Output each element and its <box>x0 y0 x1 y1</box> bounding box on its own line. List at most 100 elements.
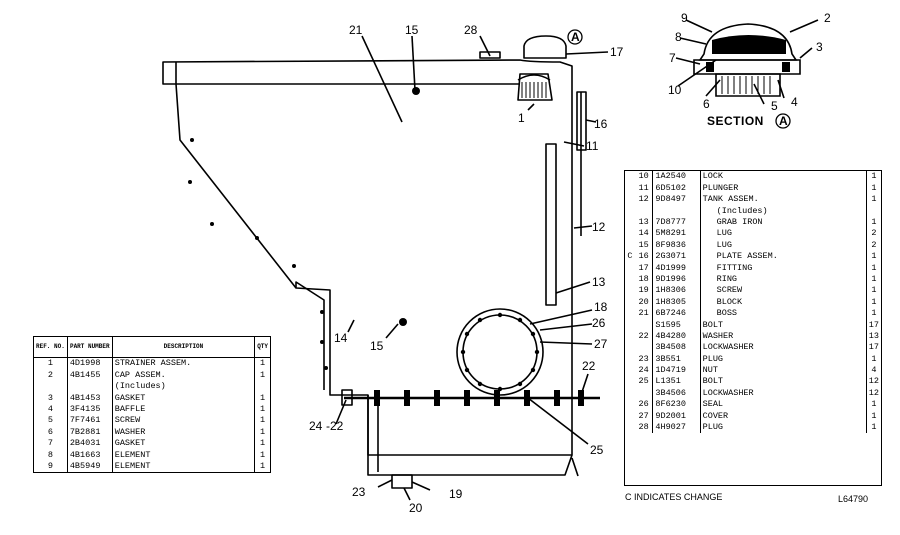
cell-ref: 20 <box>634 296 654 308</box>
cell-qty: 1 <box>866 193 883 206</box>
cell-desc: FITTING <box>700 262 867 274</box>
table-row: (Includes) <box>625 205 883 217</box>
callout-label: 11 <box>586 139 599 153</box>
section-callout-label: 10 <box>668 83 682 97</box>
cell-qty: 17 <box>866 341 883 354</box>
cell-desc: NUT <box>700 364 867 377</box>
cover-ring <box>462 314 538 390</box>
callout-label: 22 <box>582 359 596 373</box>
cell-ref: 4 <box>33 403 68 415</box>
cell-desc: TANK ASSEM. <box>700 193 867 206</box>
cell-qty: 1 <box>866 353 883 365</box>
section-cap-base <box>693 59 801 75</box>
cell-qty: 1 <box>866 307 883 320</box>
cell-pn: 6D5102 <box>652 182 701 194</box>
cell-desc: GRAB IRON <box>700 216 867 228</box>
cell-pn: 2G3071 <box>652 250 701 263</box>
cell-chg <box>625 285 635 296</box>
cell-pn: 4H9027 <box>652 421 701 433</box>
cell-ref: 16 <box>634 250 654 263</box>
cell-desc: ELEMENT <box>112 460 256 473</box>
cell-pn: 1H8305 <box>652 296 701 308</box>
outlet-block <box>391 474 413 489</box>
cell-ref: 15 <box>634 239 654 251</box>
section-marker: A <box>779 114 788 128</box>
callout-label: 14 <box>334 331 348 345</box>
cell-pn: 1D4719 <box>652 364 701 377</box>
callout-label: 27 <box>594 337 608 351</box>
callout-label: 25 <box>590 443 604 457</box>
cell-qty: 1 <box>866 262 883 274</box>
cell-desc: LOCKWASHER <box>700 387 867 399</box>
cell-pn: 8F6230 <box>652 398 701 411</box>
cell-qty: 1 <box>866 398 883 411</box>
view-a-marker: A <box>571 30 580 44</box>
cell-desc: COVER <box>700 410 867 422</box>
cell-qty: 1 <box>866 216 883 228</box>
cell-chg <box>625 353 635 364</box>
cell-pn: 4D1999 <box>652 262 701 274</box>
cell-ref: 7 <box>33 437 68 450</box>
cell-pn: 3B551 <box>652 353 701 365</box>
callout-label: 12 <box>592 220 606 234</box>
cell-pn: 3B4508 <box>652 341 701 354</box>
column-header: QTY <box>254 336 271 358</box>
cell-desc: STRAINER ASSEM. <box>112 357 256 370</box>
callout-label: 13 <box>592 275 606 289</box>
cell-qty: 1 <box>866 170 883 183</box>
cell-chg <box>625 399 635 410</box>
cell-ref: 19 <box>634 284 654 297</box>
cell-pn: 4B1455 <box>67 369 113 381</box>
section-callout-label: 3 <box>816 40 823 54</box>
cell-ref: 18 <box>634 273 654 285</box>
cell-chg <box>625 365 635 376</box>
cell-qty: 1 <box>866 284 883 297</box>
section-callout-label: 9 <box>681 11 688 25</box>
callout-label: 18 <box>594 300 608 314</box>
cell-pn: 4B4280 <box>652 330 701 342</box>
cell-desc: PLUG <box>700 421 867 433</box>
cell-ref: 17 <box>634 262 654 274</box>
cell-pn: 9D8497 <box>652 193 701 206</box>
cell-ref <box>634 341 654 354</box>
column-header: PART NUMBER <box>67 336 113 358</box>
cell-chg <box>625 342 635 353</box>
cell-ref: 9 <box>33 460 68 473</box>
cell-desc: SCREW <box>700 284 867 297</box>
cell-ref: 3 <box>33 392 68 404</box>
view-a-marker-circle <box>567 29 583 45</box>
cell-ref <box>634 205 654 217</box>
callout-label: 15 <box>405 23 419 37</box>
section-callout-label: 2 <box>824 11 831 25</box>
cell-pn: 1A2540 <box>652 170 701 183</box>
cell-ref: 22 <box>634 330 654 342</box>
cell-pn: 9D2001 <box>652 410 701 422</box>
cell-desc: WASHER <box>112 426 256 438</box>
cell-qty: 1 <box>260 369 266 380</box>
cell-pn: L1351 <box>652 376 701 388</box>
callout-label: 26 <box>592 316 606 330</box>
cell-pn: S1595 <box>652 319 701 331</box>
cell-qty: 1 <box>866 296 883 308</box>
cell-desc: BOLT <box>700 319 867 331</box>
cell-pn: 9D1996 <box>652 273 701 285</box>
cell-chg <box>625 330 635 341</box>
filler-cap <box>523 35 567 59</box>
gauge-plate <box>576 91 587 151</box>
cell-qty: 1 <box>866 410 883 422</box>
cell-qty: 1 <box>260 392 266 403</box>
cell-chg <box>625 308 635 319</box>
